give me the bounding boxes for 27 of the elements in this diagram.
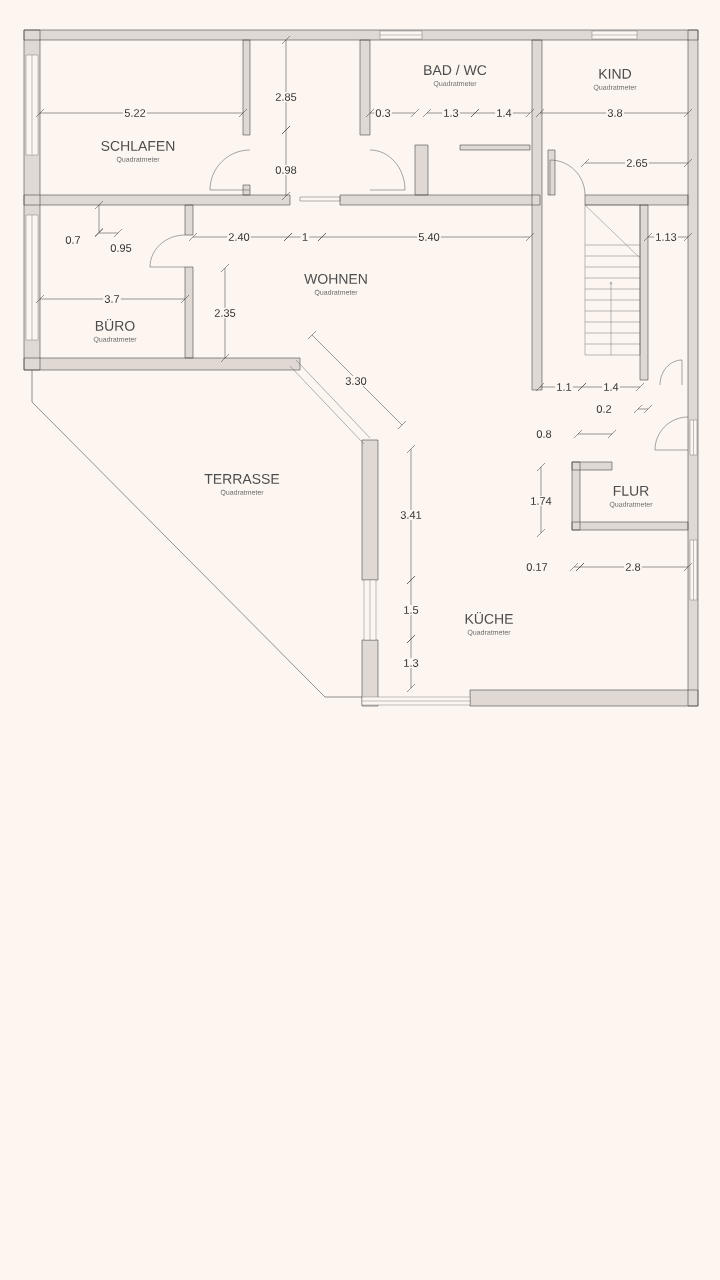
dimension-label: 0.3 <box>374 107 392 119</box>
dimension-label: 1.74 <box>529 496 553 506</box>
dimension-label: 5.22 <box>123 107 147 119</box>
dimension-label: 0.98 <box>274 164 298 176</box>
dimension-label: 2.85 <box>274 91 298 103</box>
dimension-label: 1.1 <box>555 382 573 392</box>
dimension-label: 2.65 <box>625 157 649 169</box>
dimension-label: 3.41 <box>399 509 423 521</box>
dimension-label: 3.8 <box>606 107 624 119</box>
dimension-label: 1.5 <box>402 604 420 616</box>
dimension-label: 1 <box>300 232 310 242</box>
dimension-label: 0.2 <box>595 403 613 415</box>
dimension-label: 1.3 <box>402 657 420 669</box>
dimension-label: 0.95 <box>109 242 133 254</box>
dimension-label: 1.4 <box>602 382 620 392</box>
dimension-label: 2.40 <box>227 231 251 243</box>
dimension-label: 2.8 <box>624 561 642 573</box>
dimension-label: 3.30 <box>344 375 368 387</box>
dimension-label: 1.3 <box>442 107 460 119</box>
dimension-label: 5.40 <box>417 231 441 243</box>
dimension-label: 2.35 <box>213 307 237 319</box>
dimension-label: 0.17 <box>525 561 549 573</box>
dimension-label: 1.13 <box>654 231 678 243</box>
dimension-label: 1.4 <box>495 108 513 118</box>
dimension-label: 0.8 <box>535 428 553 440</box>
dimension-label: 0.7 <box>64 234 82 246</box>
dimension-label: 3.7 <box>103 293 121 305</box>
